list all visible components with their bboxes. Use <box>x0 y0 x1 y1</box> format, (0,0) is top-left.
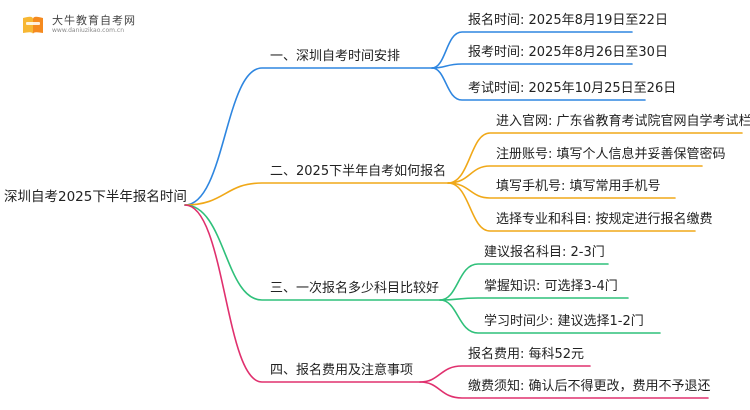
connector-root-branch-3 <box>184 204 441 301</box>
branch-2-leaf-1: 进入官网: 广东省教育考试院官网自学考试栏目 <box>496 114 750 129</box>
connector-branch-2-leaf-1 <box>447 132 743 184</box>
connector-branch-4-leaf-1 <box>419 365 591 383</box>
connector-root-branch-4 <box>184 204 421 383</box>
connector-branch-2-leaf-2 <box>447 165 703 184</box>
branch-1-leaf-2: 报考时间: 2025年8月26日至30日 <box>468 45 668 60</box>
connector-branch-2-leaf-4 <box>447 182 696 232</box>
connector-branch-3-leaf-2 <box>439 297 629 301</box>
connector-branch-1-leaf-2 <box>431 63 633 69</box>
branch-4-leaf-2: 缴费须知: 确认后不得更改，费用不予退还 <box>468 379 711 394</box>
connector-root-branch-1 <box>184 67 433 206</box>
connector-branch-1-leaf-1 <box>431 31 633 69</box>
connector-branch-1-leaf-3 <box>431 67 646 101</box>
branch-2-label: 二、2025下半年自考如何报名 <box>270 164 447 179</box>
branch-2-leaf-4: 选择专业和科目: 按规定进行报名缴费 <box>496 212 713 227</box>
branch-3-leaf-1: 建议报名科目: 2-3门 <box>484 245 605 260</box>
connector-root-branch-2 <box>184 182 449 206</box>
logo-book-icon <box>23 16 43 34</box>
branch-2-leaf-3: 填写手机号: 填写常用手机号 <box>496 179 661 194</box>
branch-3-leaf-2: 掌握知识: 可选择3-4门 <box>484 279 618 294</box>
logo-url: www.daniuzikao.com.cn <box>52 26 124 34</box>
connector-branch-2-leaf-3 <box>447 182 676 199</box>
logo-name: 大牛教育自考网 <box>52 14 136 28</box>
branch-4-label: 四、报名费用及注意事项 <box>270 363 414 378</box>
connector-branch-3-leaf-1 <box>439 263 609 301</box>
branch-1-leaf-3: 考试时间: 2025年10月25日至26日 <box>468 81 677 96</box>
branch-4-leaf-1: 报名费用: 每科52元 <box>468 347 585 362</box>
connector-branch-4-leaf-2 <box>419 381 709 399</box>
root-node: 深圳自考2025下半年报名时间 <box>4 189 187 205</box>
connector-branch-3-leaf-3 <box>439 299 661 334</box>
branch-3-label: 三、一次报名多少科目比较好 <box>270 281 440 296</box>
site-logo[interactable]: 大牛教育自考网 www.daniuzikao.com.cn <box>20 14 136 36</box>
branch-2-leaf-2: 注册账号: 填写个人信息并妥善保管密码 <box>496 147 726 162</box>
branch-1-label: 一、深圳自考时间安排 <box>270 49 401 64</box>
branch-1-leaf-1: 报名时间: 2025年8月19日至22日 <box>468 13 668 28</box>
branch-3-leaf-3: 学习时间少: 建议选择1-2门 <box>484 314 644 329</box>
